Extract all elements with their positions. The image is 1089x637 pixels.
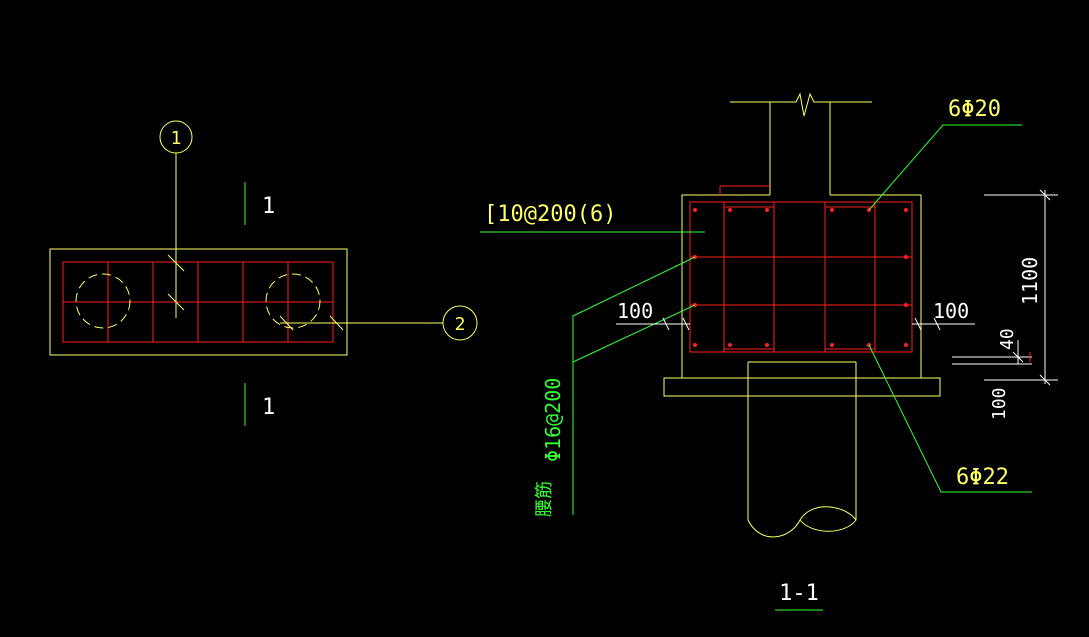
section-mark-top-label: 1	[262, 194, 275, 219]
section-rebar-cage	[689, 201, 913, 353]
plan-view: 1 2 1 1	[49, 120, 478, 426]
callout-2-label: 2	[455, 314, 466, 335]
section-labels: 6Φ20 [10@200(6) 100 100 6Φ22 1-1 腰筋 Φ16@…	[484, 97, 1042, 606]
cap-outline	[681, 194, 922, 379]
section-rebar-dots	[693, 208, 908, 347]
stirrups-label: [10@200(6)	[484, 202, 616, 227]
bottom-bars-leader	[868, 344, 1032, 493]
section-mark-bottom-label: 1	[262, 395, 275, 420]
plan-pile-right	[265, 273, 321, 329]
top-bars-leader	[868, 124, 1022, 211]
cover-left-label: 100	[617, 299, 653, 323]
column-break-line	[730, 92, 872, 117]
bottom-bars-label: 6Φ22	[956, 465, 1009, 490]
cushion-dim-label: 100	[989, 387, 1010, 420]
section-rebar-grid	[690, 185, 912, 352]
side-bars-label-line2: Φ16@200	[541, 378, 565, 462]
height-dim-lines	[952, 189, 1058, 386]
top-bars-label: 6Φ20	[948, 97, 1001, 122]
section-view	[480, 92, 1058, 611]
section-title: 1-1	[779, 581, 819, 606]
cushion-layer	[663, 377, 941, 397]
side-bars-leader	[572, 256, 696, 515]
callout-1-circle	[159, 120, 193, 154]
side-bars-label-line1: 腰筋	[534, 481, 555, 517]
plan-pile-left	[75, 273, 131, 329]
pile-break	[747, 506, 857, 538]
cover-dims	[616, 317, 975, 331]
callout-2-circle	[442, 305, 478, 341]
height-dim-label: 1100	[1018, 257, 1042, 305]
embed-dim-label: 40	[997, 328, 1018, 350]
cover-right-label: 100	[933, 299, 969, 323]
plan-rebar-grid	[63, 262, 333, 342]
callout-1-label: 1	[171, 128, 182, 149]
plan-cap-outline	[49, 248, 348, 356]
